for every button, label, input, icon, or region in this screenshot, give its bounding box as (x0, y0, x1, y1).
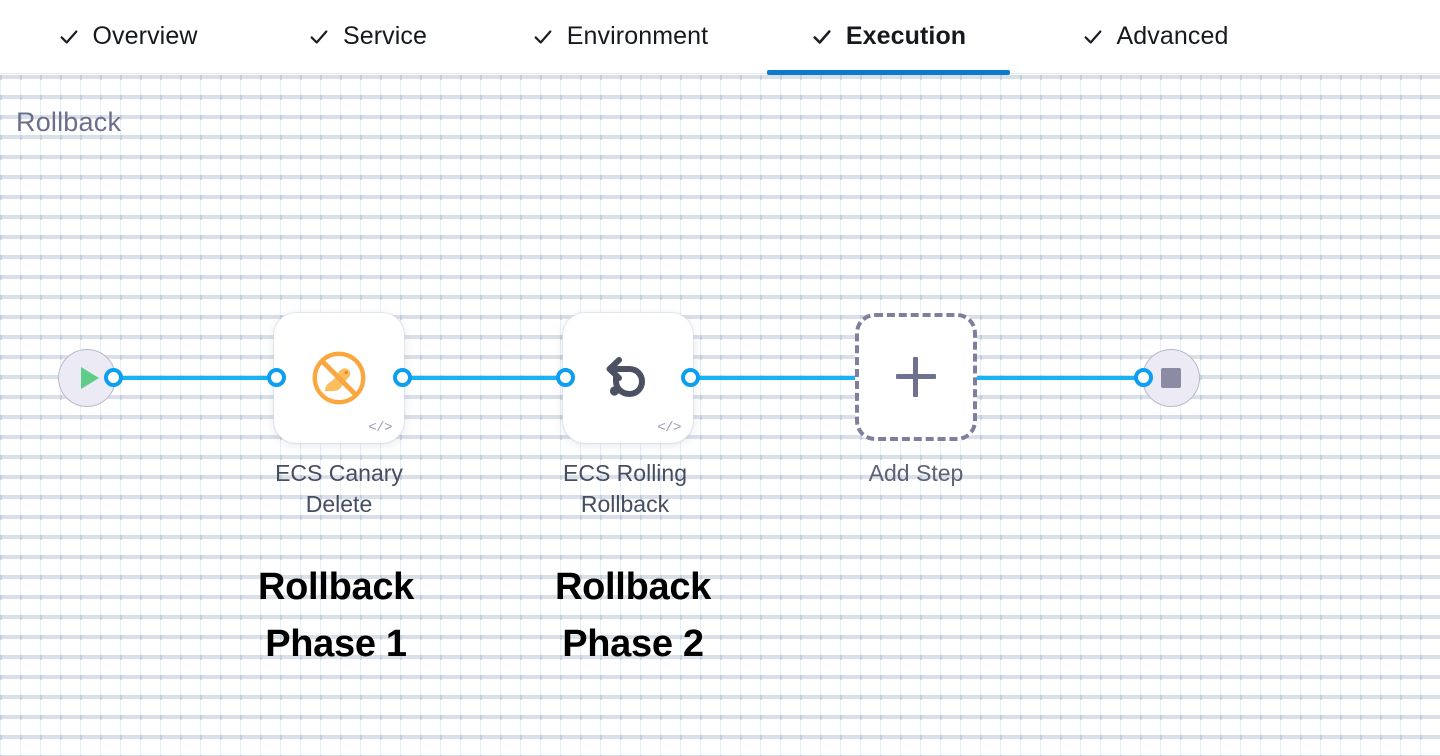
annotation-rollback-phase-2: Rollback Phase 2 (473, 559, 793, 673)
tab-label-execution: Execution (845, 22, 967, 50)
step1-output-port[interactable] (393, 368, 412, 387)
add-step-label: Add Step (868, 460, 964, 486)
step-label-line2: Rollback (580, 491, 670, 518)
check-icon (1082, 26, 1104, 48)
tab-environment[interactable]: Environment (480, 0, 760, 74)
play-icon (80, 367, 99, 389)
annotation-line1: Rollback (258, 566, 414, 608)
annotation-line2: Phase 1 (265, 623, 407, 665)
rollback-step-graph: </> ECS Canary Delete </> (0, 75, 1440, 756)
tab-overview[interactable]: Overview (0, 0, 255, 74)
tab-underline-environment (480, 70, 760, 75)
tab-underline-execution (767, 69, 1010, 75)
step-label-line1: ECS Canary (275, 460, 403, 486)
add-step-button[interactable] (855, 313, 977, 441)
tab-underline-advanced (1030, 70, 1280, 75)
step2-output-port[interactable] (681, 368, 700, 387)
rollback-arrow-icon (563, 313, 693, 443)
check-icon (308, 26, 330, 48)
annotation-rollback-phase-1: Rollback Phase 1 (176, 559, 496, 673)
tab-label-advanced: Advanced (1116, 22, 1229, 50)
step-node-ecs-rolling-rollback[interactable]: </> (563, 313, 693, 443)
tab-label-overview: Overview (92, 22, 198, 50)
tab-advanced[interactable]: Advanced (1030, 0, 1280, 74)
edge-start-to-step1 (110, 376, 285, 380)
check-icon (58, 26, 80, 48)
end-node-input-port[interactable] (1134, 368, 1153, 387)
step-node-ecs-canary-delete[interactable]: </> (274, 313, 404, 443)
step2-input-port[interactable] (556, 368, 575, 387)
edge-step1-to-step2 (398, 376, 576, 380)
step1-input-port[interactable] (267, 368, 286, 387)
pipeline-canvas[interactable]: Rollback (0, 75, 1440, 756)
code-icon[interactable]: </> (657, 420, 681, 436)
tab-execution[interactable]: Execution (767, 0, 1010, 75)
code-icon[interactable]: </> (368, 420, 392, 436)
step-label-ecs-rolling-rollback: ECS Rolling Rollback (525, 458, 725, 520)
check-icon (532, 26, 554, 48)
tab-service[interactable]: Service (255, 0, 480, 74)
annotation-line2: Phase 2 (562, 623, 704, 665)
canary-delete-icon (274, 313, 404, 443)
end-node[interactable] (1142, 349, 1200, 407)
tab-underline-overview (0, 70, 255, 75)
annotation-line1: Rollback (555, 566, 711, 608)
stop-icon (1161, 368, 1181, 388)
edge-addstep-to-end (970, 376, 1150, 380)
edge-step2-to-addstep (686, 376, 866, 380)
tab-underline-service (255, 70, 480, 75)
page-title: Rollback (16, 107, 122, 137)
step-label-ecs-canary-delete: ECS Canary Delete (239, 458, 439, 520)
check-icon (811, 26, 833, 48)
tab-label-service: Service (342, 22, 428, 50)
pipeline-tab-bar: Overview Service Environment Execution (0, 0, 1440, 75)
tab-label-environment: Environment (566, 22, 709, 50)
step-label-line2: Delete (305, 491, 373, 518)
step-label-line1: ECS Rolling (563, 460, 687, 486)
plus-icon (896, 357, 936, 397)
start-node-output-port[interactable] (104, 368, 123, 387)
